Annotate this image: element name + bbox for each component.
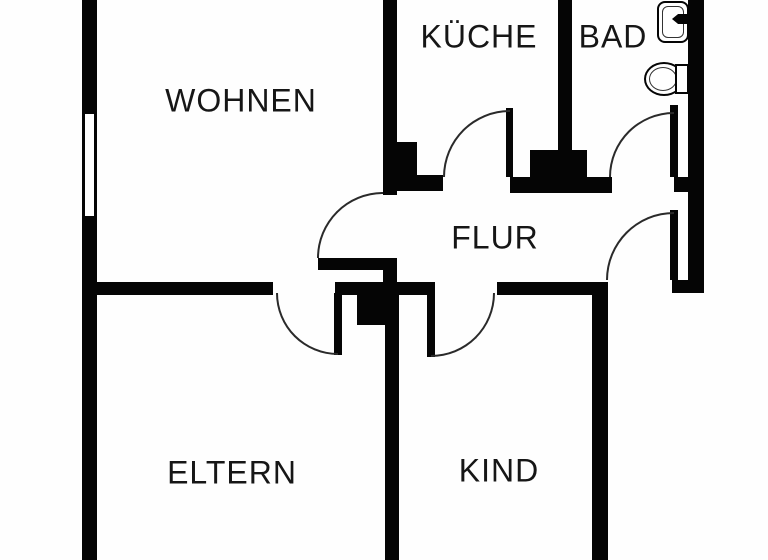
- wall-kind-right: [592, 283, 608, 560]
- wall-flur-top-right-nub: [674, 177, 688, 192]
- bathtub-icon: [657, 1, 689, 43]
- room-label-flur: FLUR: [451, 219, 539, 256]
- door-wohnen-swing-arc: [317, 192, 383, 258]
- wall-eltern-top: [82, 282, 273, 295]
- door-entrance-swing-arc: [606, 212, 674, 280]
- door-wohnen-leaf: [318, 258, 383, 270]
- room-label-wohnen: WOHNEN: [165, 82, 317, 119]
- room-label-eltern: ELTERN: [167, 454, 297, 491]
- wall-chimney-central: [357, 283, 399, 325]
- wall-wohnen-kueche: [383, 0, 397, 195]
- wall-eltern-kind: [385, 283, 399, 560]
- wall-flur-top-left-segment: [397, 175, 443, 191]
- wall-exterior-right: [688, 0, 704, 293]
- door-bad-swing-arc: [609, 112, 674, 177]
- wall-entrance-cap: [672, 280, 704, 293]
- wall-chimney-kueche: [530, 150, 587, 180]
- door-entrance-leaf: [670, 210, 678, 280]
- bathtub-faucet-icon: [672, 14, 688, 24]
- wall-flur-bottom-right: [497, 282, 608, 295]
- room-label-kind: KIND: [458, 452, 540, 489]
- wall-exterior-left-upper: [82, 0, 97, 112]
- door-eltern-swing-arc: [276, 293, 338, 355]
- wall-pillar-kueche-door: [397, 142, 417, 177]
- toilet-tank: [675, 64, 689, 94]
- door-kueche-swing-arc: [443, 110, 510, 177]
- room-label-bad: BAD: [578, 18, 648, 55]
- door-bad-leaf: [670, 105, 678, 177]
- door-eltern-leaf: [334, 293, 342, 355]
- toilet-inner-rim: [649, 67, 677, 91]
- wall-flur-top-mid-segment: [510, 177, 612, 193]
- door-kind-swing-arc: [431, 293, 495, 357]
- wall-exterior-left-lower: [82, 218, 97, 560]
- wall-kueche-bad: [558, 0, 572, 150]
- room-label-kueche: KÜCHE: [420, 18, 538, 55]
- window-wohnen-left: [82, 112, 97, 218]
